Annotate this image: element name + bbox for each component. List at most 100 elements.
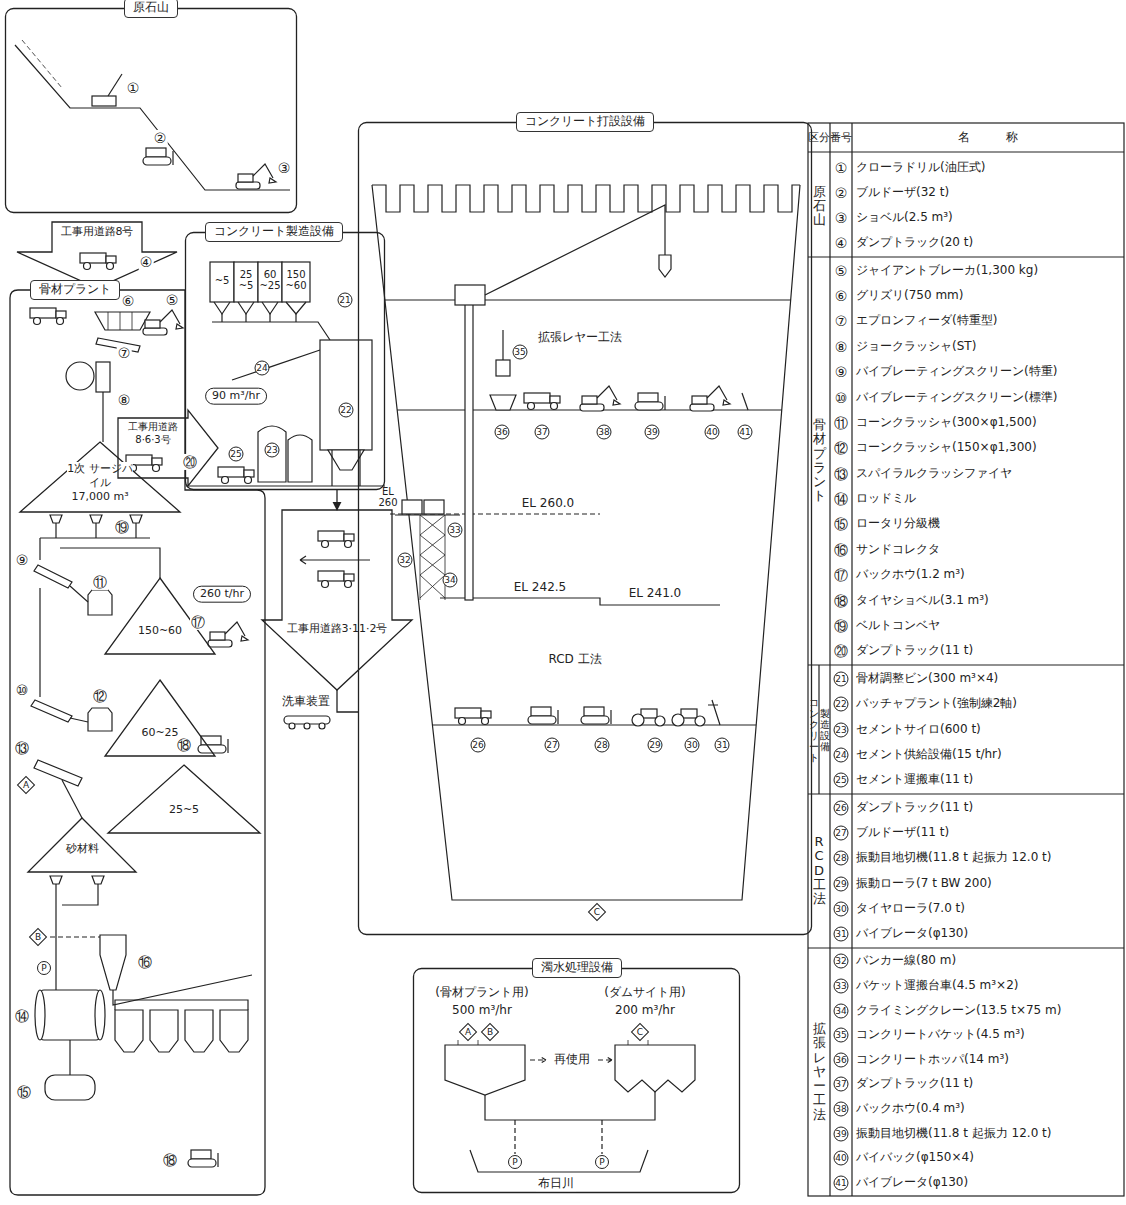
callout-number: 28: [595, 738, 610, 753]
callout-number: 36: [834, 1052, 849, 1067]
panel-title: コンクリート製造設備: [205, 222, 343, 242]
callout-number: 26: [834, 800, 849, 815]
dam-section: [372, 185, 800, 900]
dam-section: [455, 708, 491, 725]
node-text: 60~25: [141, 726, 178, 739]
quarry-slope: [108, 74, 122, 96]
aggregate-plant-equipment: [95, 990, 105, 1040]
table-cell: ダンプトラック(11 t): [856, 1077, 973, 1091]
flow-connector: [336, 490, 337, 510]
table-cell: クローラドリル(油圧式): [856, 161, 985, 175]
concrete-plant-equipment: [234, 262, 258, 302]
quarry-slope: [15, 45, 290, 190]
aggregate-plant-equipment: [50, 876, 104, 884]
callout-number: ⑬: [833, 466, 849, 482]
table-cell: バイバック(φ150×4): [856, 1151, 974, 1165]
shape-outline: [358, 122, 812, 935]
table-cell: ベルトコンベヤ: [856, 619, 940, 633]
aggregate-plant-equipment: [40, 990, 100, 1040]
stockpile-triangle: 60~25: [105, 680, 215, 756]
node-label: 1次 サージパイル17,000 m³: [63, 462, 137, 503]
circle-symbol: P: [508, 1155, 522, 1169]
table-cell: スパイラルクラッシファイヤ: [856, 467, 1012, 481]
concrete-plant-equipment: [126, 262, 385, 486]
road-icons: [318, 531, 354, 548]
callout-number: 24: [255, 361, 270, 376]
callout-number: ⑭: [14, 1008, 30, 1024]
table-cell: ジャイアントブレーカ(1,300 kg): [856, 264, 1038, 278]
table-cell: ショベル(2.5 m³): [856, 211, 953, 225]
aggregate-plant-equipment: [34, 760, 82, 786]
node-text-row: 工事用道路8·6·3号: [120, 421, 186, 446]
callout-number: 41: [738, 425, 753, 440]
callout-number: 24: [834, 747, 849, 762]
rate-label: 90 m³/hr: [205, 388, 267, 405]
road-arrow: 工事用道路8·6·3号: [118, 410, 218, 486]
text-label: (ダムサイト用): [602, 986, 687, 1000]
text-label: EL 260.0: [520, 497, 576, 511]
node-text: 1次 サージパイル: [67, 462, 133, 489]
callout-number: ⑨: [15, 552, 30, 568]
table-cell: コンクリートバケット(4.5 m³): [856, 1028, 1025, 1042]
table-cell: タイヤショベル(3.1 m³): [856, 594, 989, 608]
dam-section: [424, 500, 444, 514]
table-cell: 骨材調整ビン(300 m³×4): [856, 672, 998, 686]
callout-number: ⑩: [834, 390, 849, 406]
panel-title: 骨材プラント: [30, 280, 120, 300]
dam-section: [659, 255, 671, 277]
node-text: 砂材料: [66, 842, 99, 855]
node-text: 25~5: [169, 803, 199, 816]
illustration: [80, 253, 116, 270]
node-label: 工事用道路8号: [52, 225, 142, 239]
callout-number: ⑤: [834, 263, 849, 279]
table-cell: グリズリ(750 mm): [856, 289, 963, 303]
panel-title: コンクリート打設設備: [516, 112, 654, 132]
dam-section: [690, 386, 730, 411]
node-text: 150~60: [138, 624, 182, 637]
table-cell: セメント供給設備(15 t/hr): [856, 748, 1002, 762]
circle-symbol: P: [595, 1155, 609, 1169]
callout-number: 27: [834, 826, 849, 841]
callout-number: 31: [834, 927, 849, 942]
table-cell: バックホウ(1.2 m³): [856, 568, 965, 582]
concrete-plant-equipment: [282, 262, 310, 302]
shape-outline: [108, 765, 260, 833]
dam-section: [581, 707, 611, 724]
callout-number: ⑦: [834, 313, 849, 329]
circle-symbol: P: [37, 961, 51, 975]
aggregate-plant-equipment: [115, 1000, 248, 1010]
callout-number: 35: [834, 1028, 849, 1043]
callout-number: 21: [834, 671, 849, 686]
quarry-slope: [22, 40, 62, 88]
shape-outline: [10, 290, 265, 1195]
callout-number: ⑯: [833, 542, 849, 558]
table-cell: ブルドーザ(11 t): [856, 826, 949, 840]
diamond-symbol: B: [32, 931, 45, 944]
dam-section: [580, 386, 620, 411]
aggregate-plant-equipment: [40, 523, 150, 560]
shape-outline: [413, 968, 740, 1193]
aggregate-plant-equipment: [30, 308, 66, 325]
shape-outline: [6, 9, 297, 213]
aggregate-plant-equipment: [34, 565, 72, 588]
dam-section: [385, 299, 791, 300]
callout-number: ⑱: [162, 1152, 178, 1168]
diamond-symbol: C: [634, 1026, 647, 1039]
callout-number: 39: [645, 425, 660, 440]
concrete-plant-equipment: [320, 340, 372, 450]
dam-section: [708, 700, 720, 725]
callout-number: ⑱: [833, 593, 849, 609]
callout-number: 29: [648, 738, 663, 753]
concrete-plant-equipment: [210, 262, 234, 302]
table-cell: バイブレーティングスクリーン(特重): [856, 365, 1057, 379]
aggregate-plant-equipment: [45, 1075, 95, 1100]
shape-outline: [262, 510, 412, 690]
callout-number: 37: [535, 425, 550, 440]
aggregate-plant-equipment: [60, 548, 160, 578]
dam-section: [635, 393, 665, 410]
text-label: 拡張レヤー工法: [536, 331, 624, 345]
dam-section: [402, 500, 422, 514]
aggregate-plant-equipment: [88, 590, 112, 615]
table-category: 原石山: [813, 184, 826, 227]
callout-number: 23: [834, 722, 849, 737]
